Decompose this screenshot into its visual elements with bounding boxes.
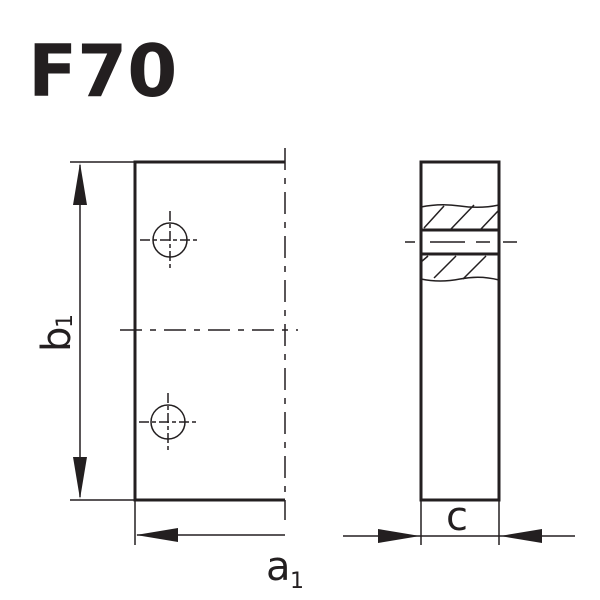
arrow-down-icon xyxy=(73,457,87,499)
hole-bottom xyxy=(139,393,197,451)
dimension-b1: b 1 xyxy=(34,161,135,501)
b1-label: b xyxy=(34,327,80,352)
arrow-left-icon xyxy=(500,529,542,543)
dimension-a1: a 1 xyxy=(134,500,304,594)
product-code-title: F70 xyxy=(28,29,177,113)
side-view xyxy=(405,160,517,502)
arrow-left-icon xyxy=(136,528,178,542)
a1-label: a xyxy=(266,544,291,590)
c-label: c xyxy=(446,494,468,540)
arrow-right-icon xyxy=(378,529,420,543)
a1-subscript: 1 xyxy=(290,569,304,594)
front-view-outline xyxy=(133,160,285,502)
b1-subscript: 1 xyxy=(53,314,78,328)
hole-top xyxy=(140,211,199,269)
dimension-c: c xyxy=(343,494,575,545)
front-view xyxy=(120,148,298,520)
arrow-up-icon xyxy=(73,163,87,205)
section-hatching xyxy=(420,204,499,280)
